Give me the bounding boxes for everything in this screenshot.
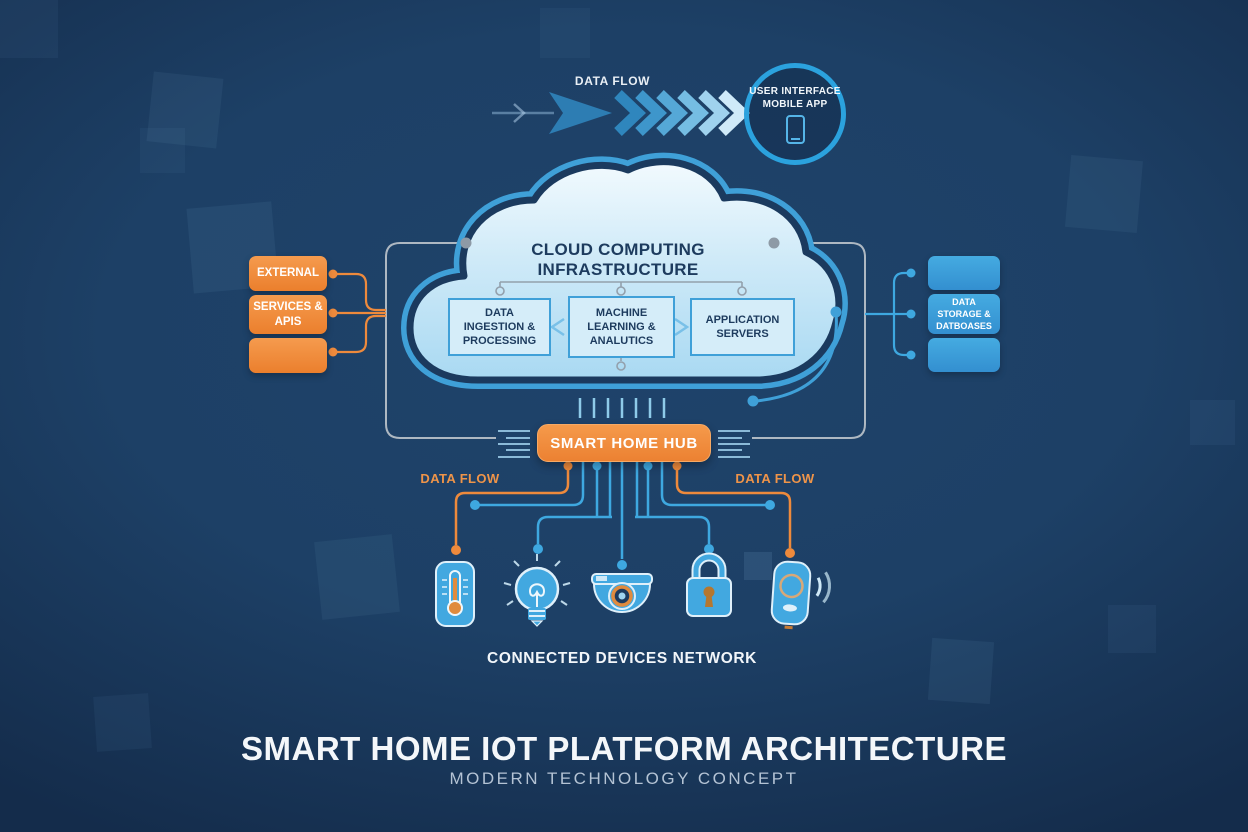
smart-lock-icon xyxy=(686,552,732,617)
user-interface-line1: USER INTERFACE xyxy=(749,85,841,97)
frame-dots xyxy=(460,237,780,249)
cloud-title: CLOUD COMPUTING INFRASTRUCTURE xyxy=(531,240,705,280)
mobile-phone-icon xyxy=(785,114,805,144)
cloud-box-application-servers: APPLICATION SERVERS xyxy=(690,298,795,356)
cloud-box-machine-learning: MACHINE LEARNING & ANALUTICS xyxy=(568,296,675,358)
background-squares xyxy=(186,201,995,705)
poster-title: SMART HOME IOT PLATFORM ARCHITECTURE xyxy=(241,730,1007,767)
data-storage-dots xyxy=(906,268,916,360)
smart-speaker-icon xyxy=(770,560,831,630)
connected-devices-caption: CONNECTED DEVICES NETWORK xyxy=(487,650,757,667)
smart-home-hub: SMART HOME HUB xyxy=(537,424,711,462)
poster-subtitle: MODERN TECHNOLOGY CONCEPT xyxy=(449,769,799,788)
external-extra-box xyxy=(249,338,327,373)
light-bulb-icon xyxy=(503,554,571,627)
hub-device-lines-blue xyxy=(479,462,766,559)
hub-top-dashes xyxy=(578,398,666,418)
storage-box-bottom xyxy=(928,338,1000,372)
cloud-internal-connectors xyxy=(495,281,747,371)
storage-box-middle: DATA STORAGE & DATBOASES xyxy=(928,294,1000,334)
data-flow-right-label: DATA FLOW xyxy=(735,471,815,486)
storage-box-top xyxy=(928,256,1000,290)
user-interface-line2: MOBILE APP xyxy=(762,98,828,110)
cloud-frame xyxy=(385,242,866,439)
external-box: EXTERNAL xyxy=(249,256,327,291)
services-apis-box: SERVICES & APIS xyxy=(249,295,327,334)
hub-side-pins xyxy=(498,430,750,458)
thermostat-icon xyxy=(435,561,475,627)
data-flow-left-label: DATA FLOW xyxy=(420,471,500,486)
security-camera-icon xyxy=(591,573,653,613)
hub-device-dots xyxy=(451,461,795,570)
external-services-dots xyxy=(328,269,338,357)
cloud-box-chevrons xyxy=(549,317,690,337)
data-flow-arrow xyxy=(492,90,750,136)
data-storage-connector xyxy=(865,271,908,357)
cloud-side-curve xyxy=(747,306,842,407)
hub-device-lines-orange xyxy=(454,462,792,548)
external-services-connector xyxy=(336,272,386,354)
top-data-flow-label: DATA FLOW xyxy=(574,74,651,88)
cloud-box-data-ingestion: DATA INGESTION & PROCESSING xyxy=(448,298,551,356)
user-interface-node: USER INTERFACE MOBILE APP xyxy=(744,63,846,165)
